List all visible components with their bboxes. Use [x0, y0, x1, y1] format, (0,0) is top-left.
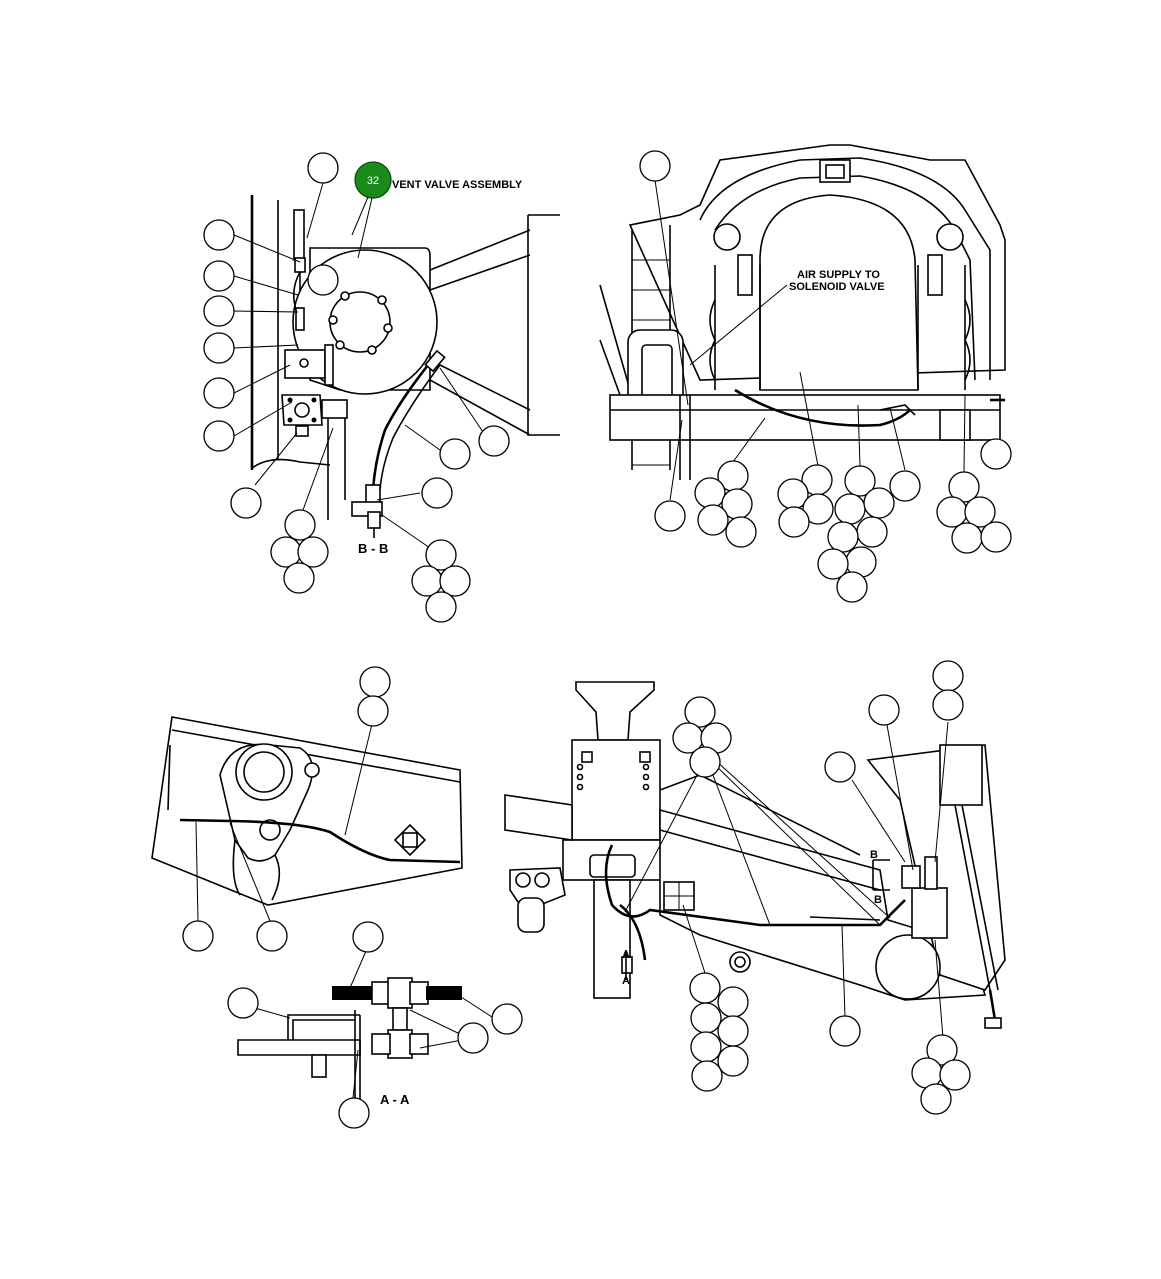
leader-lines-axle — [195, 723, 373, 922]
callouts-axle[interactable] — [182, 666, 391, 952]
section-marker-a-top: A — [622, 949, 630, 961]
section-marker-a-bottom: A — [622, 975, 630, 987]
callouts-rear[interactable] — [639, 150, 1012, 603]
view-section-a-a: A - A — [237, 977, 462, 1107]
view-side-chassis — [504, 681, 1006, 1029]
vent-valve-assembly-label: VENT VALVE ASSEMBLY — [392, 179, 523, 191]
view-rear-tank — [599, 144, 1006, 480]
leader-lines-b-b — [233, 182, 486, 549]
highlight-number: 32 — [367, 175, 379, 187]
section-b-b-label: B - B — [358, 541, 388, 556]
air-supply-label-line1: AIR SUPPLY TO — [797, 269, 880, 281]
section-a-a-label: A - A — [380, 1092, 410, 1107]
callout-highlight-32[interactable]: 32 — [354, 161, 392, 199]
leader-lines-a-a — [254, 950, 493, 1099]
section-marker-b-top: B — [870, 849, 878, 861]
view-axle-bracket — [151, 716, 463, 906]
leader-lines-rear — [654, 179, 966, 501]
callouts-b-b[interactable] — [203, 152, 510, 623]
air-supply-label-line2: SOLENOID VALVE — [789, 281, 885, 293]
section-marker-b-bottom: B — [874, 894, 882, 906]
callouts-side[interactable] — [672, 660, 971, 1115]
leader-lines-side — [624, 721, 949, 1039]
highlight-badge-icon — [354, 161, 392, 199]
callouts-a-a[interactable] — [227, 921, 523, 1129]
view-section-b-b: B - B — [250, 195, 560, 556]
